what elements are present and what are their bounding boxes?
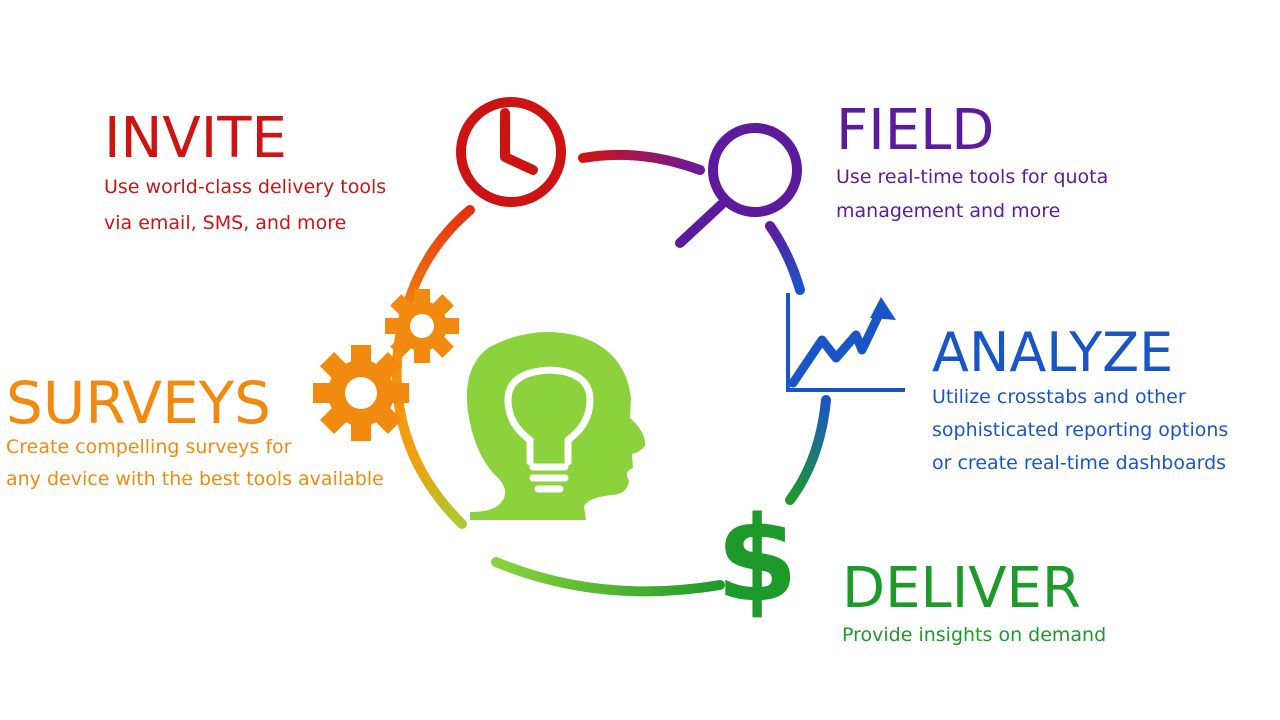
stage-title-analyze: ANALYZE (932, 321, 1174, 384)
stage-title-surveys: SURVEYS (6, 369, 271, 437)
cycle-arc-invite-field (578, 149, 705, 175)
lightbulb-icon (504, 366, 594, 493)
stage-invite: INVITE Use world-class delivery tools vi… (104, 106, 387, 238)
stage-desc-invite-line2: via email, SMS, and more (104, 212, 347, 234)
gears-icon (313, 289, 459, 441)
stage-field: FIELD Use real-time tools for quota mana… (836, 98, 1109, 226)
stage-desc-invite-line1: Use world-class delivery tools (104, 176, 387, 198)
stage-desc-surveys-line2: any device with the best tools available (6, 468, 384, 490)
stage-deliver: DELIVER Provide insights on demand (842, 556, 1107, 650)
stage-surveys: SURVEYS Create compelling surveys for an… (6, 369, 384, 494)
cycle-arc-deliver-surveys (491, 557, 725, 597)
clock-icon (456, 97, 566, 207)
svg-text:$: $ (716, 490, 798, 628)
stage-desc-surveys-line1: Create compelling surveys for (6, 436, 292, 458)
cycle-arc-analyze-deliver (785, 395, 831, 505)
stage-title-field: FIELD (836, 98, 995, 163)
cycle-arc-surveys-invite (391, 205, 475, 529)
stage-title-deliver: DELIVER (842, 556, 1081, 621)
head-lightbulb-icon (466, 332, 646, 520)
stage-desc-analyze-line3: or create real-time dashboards (932, 452, 1227, 474)
stage-desc-analyze-line2: sophisticated reporting options (932, 419, 1229, 441)
magnifier-icon (675, 123, 802, 248)
stage-desc-field-line2: management and more (836, 200, 1061, 222)
line-chart-icon (786, 293, 905, 392)
stage-desc-field-line1: Use real-time tools for quota (836, 166, 1109, 188)
dollar-icon: $ (716, 490, 798, 628)
stage-title-invite: INVITE (104, 106, 287, 171)
cycle-arc-field-analyze (765, 221, 805, 295)
stage-analyze: ANALYZE Utilize crosstabs and other soph… (932, 326, 1228, 479)
stage-desc-analyze-line1: Utilize crosstabs and other (932, 386, 1186, 408)
stage-desc-deliver-line1: Provide insights on demand (842, 624, 1107, 646)
